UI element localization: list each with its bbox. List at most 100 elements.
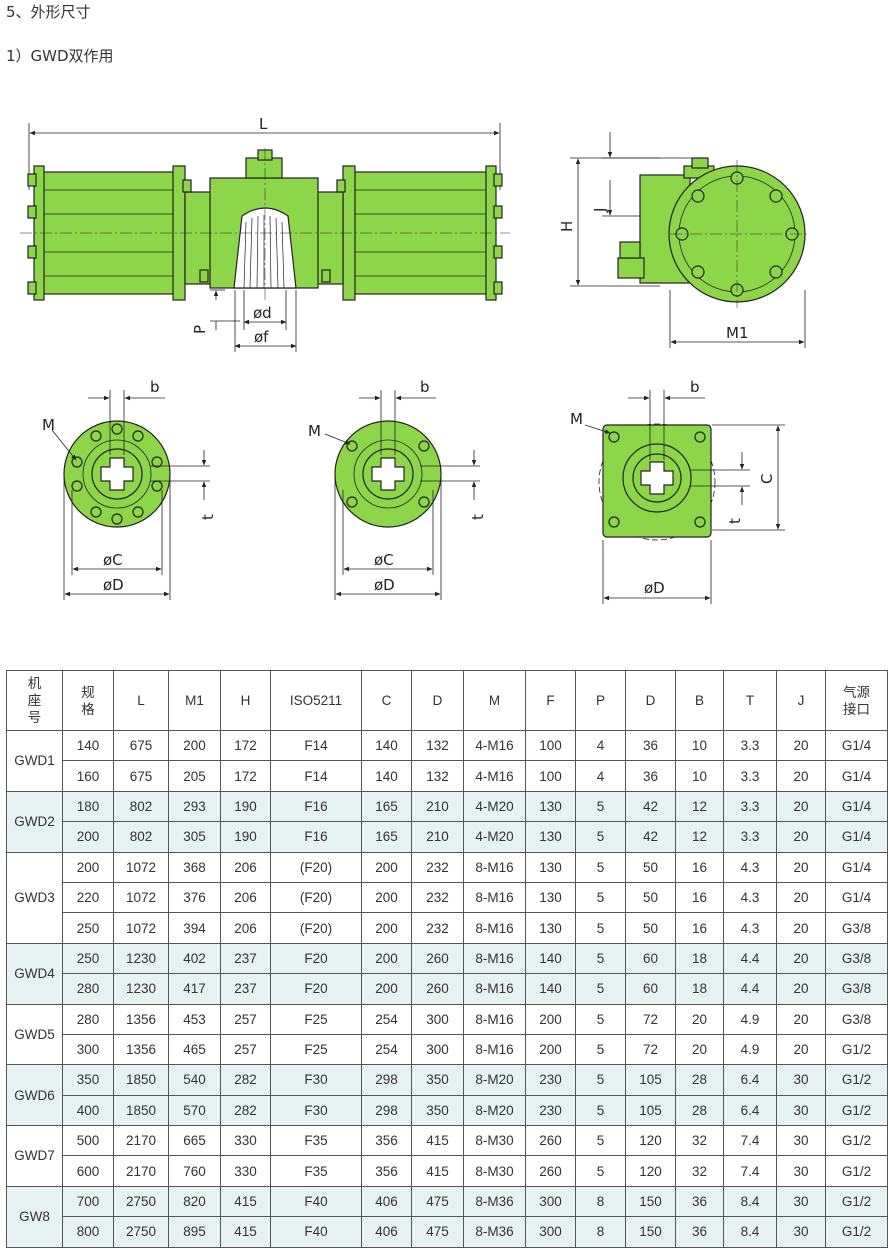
column-header: L (113, 670, 169, 731)
table-cell: 200 (361, 973, 412, 1005)
table-cell: 8-M36 (463, 1216, 526, 1248)
column-header: 机座号 (6, 670, 63, 731)
table-cell: F40 (270, 1216, 362, 1248)
table-cell: 20 (776, 760, 826, 792)
table-cell: 280 (62, 973, 114, 1005)
table-cell: 298 (361, 1064, 412, 1096)
table-cell: 260 (411, 973, 464, 1005)
label-M-3: M (570, 410, 583, 428)
table-cell: 230 (525, 1094, 576, 1127)
table-cell: 8-M30 (463, 1125, 526, 1157)
table-cell: 28 (675, 1064, 724, 1096)
table-cell: F25 (270, 1003, 362, 1035)
table-cell: 675 (113, 729, 169, 762)
table-cell: 802 (113, 821, 169, 853)
table-cell: 16 (675, 912, 724, 944)
table-cell: 160 (62, 760, 114, 792)
table-cell: 4.9 (723, 1003, 777, 1035)
column-header: D (625, 670, 676, 731)
table-cell: 206 (220, 881, 271, 914)
table-cell: 3.3 (723, 821, 777, 853)
column-header: ISO5211 (270, 670, 362, 731)
table-cell: 350 (62, 1064, 114, 1096)
label-M-2: M (308, 422, 321, 440)
table-cell: G3/8 (825, 942, 888, 975)
table-cell: 8.4 (723, 1216, 777, 1248)
table-cell: 3.3 (723, 729, 777, 762)
table-cell: 8-M16 (463, 912, 526, 944)
table-cell: 8-M16 (463, 851, 526, 883)
table-cell: 675 (113, 760, 169, 792)
column-header: 气源接口 (825, 670, 888, 731)
label-C: C (758, 474, 776, 484)
label-phiD-2: øD (374, 576, 395, 594)
table-cell: 30 (776, 1185, 826, 1218)
table-cell: G1/2 (825, 1033, 888, 1066)
table-cell: 665 (168, 1125, 221, 1157)
table-cell: F25 (270, 1033, 362, 1066)
table-cell: 200 (525, 1033, 576, 1066)
table-cell: 210 (411, 821, 464, 853)
table-cell: 8 (575, 1185, 626, 1218)
table-cell: 4.3 (723, 881, 777, 914)
table-cell: F35 (270, 1125, 362, 1157)
label-t-3: t (726, 518, 744, 524)
table-cell: 237 (220, 942, 271, 975)
column-header: F (525, 670, 576, 731)
table-cell: 5 (575, 1155, 626, 1187)
flange-view-2 (324, 390, 480, 600)
table-cell: 16 (675, 881, 724, 914)
table-cell: 417 (168, 973, 221, 1005)
table-cell: 570 (168, 1094, 221, 1127)
section-title: 5、外形尺寸 (6, 3, 91, 21)
label-phiD-1: øD (103, 576, 124, 594)
column-header: M (463, 670, 526, 731)
table-cell: 30 (776, 1064, 826, 1096)
table-cell: 4.3 (723, 912, 777, 944)
table-cell: 172 (220, 760, 271, 792)
table-cell: 180 (62, 790, 114, 823)
table-cell: 5 (575, 790, 626, 823)
table-cell: 8-M16 (463, 1003, 526, 1035)
table-cell: 300 (525, 1216, 576, 1248)
table-cell: 282 (220, 1064, 271, 1096)
table-cell: 140 (361, 729, 412, 762)
table-cell: 700 (62, 1185, 114, 1218)
label-phiC-2: øC (374, 551, 394, 569)
table-cell: 72 (625, 1033, 676, 1066)
table-cell: 3.3 (723, 790, 777, 823)
table-cell: 20 (776, 790, 826, 823)
column-header: M1 (168, 670, 221, 731)
table-cell: 4.9 (723, 1033, 777, 1066)
table-cell: 4.4 (723, 942, 777, 975)
table-cell: 4-M16 (463, 760, 526, 792)
table-cell: 8-M30 (463, 1155, 526, 1187)
table-cell: G1/4 (825, 881, 888, 914)
table-cell: 120 (625, 1125, 676, 1157)
table-cell: G3/8 (825, 1003, 888, 1035)
dimension-drawing: L P ød øf H J M1 (20, 115, 810, 604)
column-header: P (575, 670, 626, 731)
table-cell: 5 (575, 881, 626, 914)
table-cell: 406 (361, 1216, 412, 1248)
table-cell: 257 (220, 1003, 271, 1035)
table-cell: 120 (625, 1155, 676, 1187)
table-cell: 1356 (113, 1033, 169, 1066)
table-cell: 800 (62, 1216, 114, 1248)
table-cell: G3/8 (825, 973, 888, 1005)
table-cell: G1/2 (825, 1185, 888, 1218)
table-cell: 20 (776, 821, 826, 853)
table-cell: 350 (411, 1064, 464, 1096)
table-cell: 5 (575, 851, 626, 883)
table-cell: 415 (220, 1216, 271, 1248)
table-cell: (F20) (270, 851, 362, 883)
subsection-title: 1）GWD双作用 (6, 47, 114, 65)
table-cell: 2750 (113, 1216, 169, 1248)
table-cell: G1/2 (825, 1125, 888, 1157)
table-cell: 300 (411, 1033, 464, 1066)
